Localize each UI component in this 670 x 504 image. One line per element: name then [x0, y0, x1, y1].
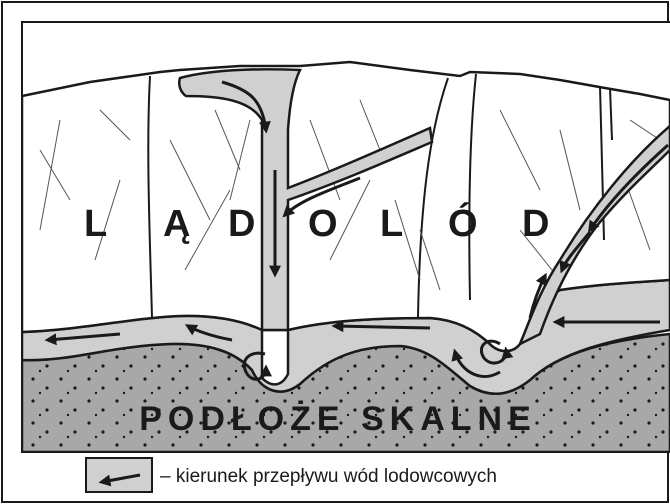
legend-label: – kierunek przepływu wód lodowcowych — [160, 466, 497, 487]
ice-label-letter: Ą — [163, 203, 190, 245]
ice-label-letter: L — [84, 203, 107, 245]
legend-swatch — [86, 458, 152, 492]
ice-label-letter: D — [522, 203, 549, 245]
bedrock-label: PODŁOŻE SKALNE — [139, 400, 537, 438]
flow-arrow — [335, 326, 430, 328]
ice-label-letter: Ó — [448, 201, 478, 245]
ice-label-letter: L — [380, 203, 403, 245]
ice-label-letter: O — [308, 203, 338, 245]
ice-label-letter: D — [228, 203, 255, 245]
